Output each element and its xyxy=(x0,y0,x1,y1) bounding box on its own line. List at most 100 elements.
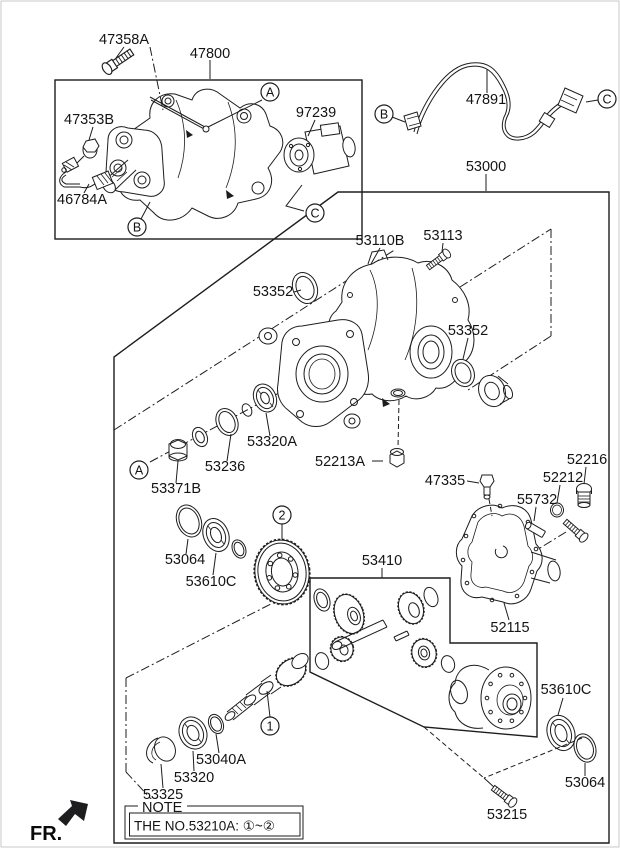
label-53000: 53000 xyxy=(466,159,506,175)
plug-52216 xyxy=(576,466,592,508)
washer-drawing xyxy=(191,426,209,448)
bracket-leader-lines xyxy=(83,99,316,220)
bolt-47358A xyxy=(99,46,211,111)
bolt-53113 xyxy=(424,242,453,273)
note-box: NOTE THE NO.53210A: ①~② xyxy=(124,799,304,840)
label-53610C-left: 53610C xyxy=(186,574,237,590)
breather-plug-47335 xyxy=(466,474,495,517)
label-53040A: 53040A xyxy=(196,752,246,768)
pinion-shaft-drawing xyxy=(224,652,309,721)
svg-text:B: B xyxy=(133,221,141,235)
bracket-assembly-box-47800 xyxy=(54,79,363,240)
side-gear-right xyxy=(397,591,425,625)
label-46784A: 46784A xyxy=(57,192,107,208)
ring-53040A xyxy=(207,713,225,754)
label-53064-right: 53064 xyxy=(565,775,605,791)
label-53610C-right: 53610C xyxy=(541,682,592,698)
svg-text:A: A xyxy=(135,464,144,478)
pinion-washer-left xyxy=(314,652,330,670)
note-title: NOTE xyxy=(142,800,183,816)
label-47891: 47891 xyxy=(466,92,506,108)
output-flange-drawing xyxy=(102,126,165,197)
actuator-97239-drawing xyxy=(283,122,356,175)
cross-shaft-drawing xyxy=(331,619,410,651)
label-53371B: 53371B xyxy=(151,481,201,497)
label-53236: 53236 xyxy=(205,459,245,475)
label-52115: 52115 xyxy=(490,620,529,636)
pinion-nut-stack xyxy=(168,383,278,484)
bearing-53610C-left xyxy=(202,518,247,576)
label-53320: 53320 xyxy=(174,770,214,786)
callout-C-bracket: C xyxy=(305,203,325,223)
callout-B-bracket: B xyxy=(127,217,147,237)
fr-arrow-icon xyxy=(58,800,88,826)
callout-C-harness: C xyxy=(597,89,617,109)
svg-text:C: C xyxy=(310,207,319,221)
svg-text:C: C xyxy=(602,93,611,107)
differential-case-drawing xyxy=(448,665,532,730)
wiring-46784A-drawing xyxy=(59,167,114,191)
pinion-washer-right xyxy=(440,655,456,673)
bearing-53320A xyxy=(252,383,278,437)
bolt-53215 xyxy=(423,726,583,810)
seal-53352-right xyxy=(451,337,475,388)
ring-gear-drawing xyxy=(253,524,311,606)
carrier-housing-53110B-drawing xyxy=(258,247,475,429)
svg-text:A: A xyxy=(266,86,275,100)
label-52212: 52212 xyxy=(543,470,583,486)
callout-B-harness: B xyxy=(374,104,394,124)
seal-53352-left xyxy=(291,271,319,305)
side-gear-left xyxy=(332,593,366,635)
label-55732: 55732 xyxy=(517,492,557,508)
shim-53064-right xyxy=(573,733,597,776)
callout-A-bracket: A xyxy=(260,82,280,102)
fr-label: FR. xyxy=(30,823,62,845)
label-53110B: 53110B xyxy=(356,233,405,249)
cover-bolt xyxy=(561,516,591,545)
pin-55732 xyxy=(524,506,546,538)
sensor-47353B-drawing xyxy=(61,138,100,173)
label-53064-left: 53064 xyxy=(165,552,205,568)
o-ring-52212 xyxy=(550,484,564,518)
label-47800: 47800 xyxy=(190,46,230,62)
o-ring-drawing xyxy=(241,403,253,417)
fr-marker: FR. xyxy=(30,800,88,845)
thrust-washer-left xyxy=(313,588,331,612)
spacer-53236 xyxy=(215,408,239,462)
thrust-washer-right xyxy=(423,586,439,608)
label-47353B: 47353B xyxy=(64,112,114,128)
label-53325: 53325 xyxy=(143,787,183,803)
cover-52115-drawing xyxy=(455,503,561,621)
label-52216: 52216 xyxy=(567,452,607,468)
svg-text:1: 1 xyxy=(267,720,274,734)
label-47335: 47335 xyxy=(425,473,465,489)
label-53352-right: 53352 xyxy=(448,323,488,339)
shim-53064-left xyxy=(175,504,203,555)
svg-text:2: 2 xyxy=(279,509,286,523)
callout-1-pinion-gear: 1 xyxy=(260,716,280,736)
part-number-labels: 47358A 47800 47353B 46784A 97239 47891 53000 53… xyxy=(57,32,617,823)
svg-text:B: B xyxy=(380,108,388,122)
label-53215: 53215 xyxy=(487,807,527,823)
pinion-gear-lower-right xyxy=(410,637,438,669)
nut-53371B xyxy=(168,439,188,461)
bearing-53610C-right xyxy=(546,697,576,752)
label-53352-left: 53352 xyxy=(253,284,293,300)
diff-gear-kit-box-53410 xyxy=(309,568,538,738)
cap-53325 xyxy=(146,736,176,789)
note-text: THE NO.53210A: ①~② xyxy=(134,819,275,834)
harness-connector-b xyxy=(403,111,422,131)
callout-A-pinion-nut: A xyxy=(129,460,149,480)
main-assembly-box-53000 xyxy=(113,174,610,844)
label-53410: 53410 xyxy=(362,553,402,569)
bearing-53320 xyxy=(178,716,208,772)
wiring-harness-47891 xyxy=(391,62,599,141)
callout-2-ring-gear: 2 xyxy=(272,505,292,525)
label-47358A: 47358A xyxy=(99,32,149,48)
label-53113: 53113 xyxy=(423,228,462,244)
label-97239: 97239 xyxy=(296,105,336,121)
label-52213A: 52213A xyxy=(315,454,365,470)
